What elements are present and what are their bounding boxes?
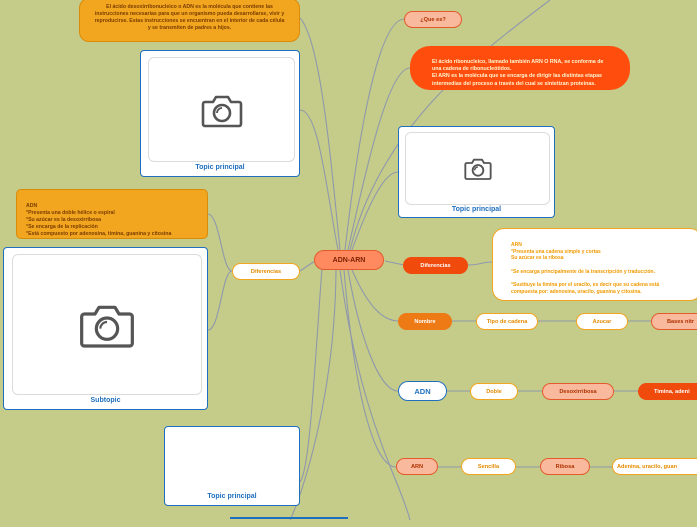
- desoxirribosa-label: Desoxirribosa: [559, 388, 597, 395]
- central-topic-adn-arn[interactable]: ADN-ARN: [314, 250, 384, 270]
- ribosa-label: Ribosa: [555, 463, 575, 470]
- bases-node[interactable]: Bases nitr: [651, 313, 697, 330]
- azucar-node[interactable]: Azucar: [576, 313, 628, 330]
- ribosa-node[interactable]: Ribosa: [540, 458, 590, 475]
- topic-card-bottom[interactable]: Topic principal: [164, 426, 300, 506]
- nombre-node[interactable]: Nombre: [398, 313, 452, 330]
- camera-icon: [80, 305, 134, 348]
- camera-icon: [201, 95, 243, 128]
- que-es-label: ¿Que es?: [420, 16, 446, 23]
- camera-icon: [464, 158, 492, 180]
- desoxirribosa-node[interactable]: Desoxirribosa: [542, 383, 614, 400]
- topic-caption: Topic principal: [207, 493, 257, 500]
- que-es-node[interactable]: ¿Que es?: [404, 11, 462, 28]
- adn-list-text: ADN °Presenta una doble hélice o espiral…: [26, 203, 172, 238]
- arn-list-text: ARN °Presenta una cadena simple y cortas…: [511, 241, 660, 295]
- tipo-cadena-label: Tipo de cadena: [486, 318, 528, 325]
- bases-arn-node[interactable]: Adenina, uracilo, guan: [612, 458, 697, 475]
- partial-card-bottom: [230, 517, 348, 527]
- diferencias-right-label: Diferencias: [420, 262, 451, 269]
- topic-caption: Topic principal: [451, 206, 502, 213]
- central-topic-label: ADN-ARN: [332, 256, 366, 264]
- diferencias-left-node[interactable]: Diferencias: [232, 263, 300, 280]
- diferencias-right-node[interactable]: Diferencias: [403, 257, 468, 274]
- azucar-label: Azucar: [592, 318, 612, 325]
- adn-definition-text: El ácido desoxirribonucleico o ADN es la…: [94, 4, 285, 32]
- topic-card-top-left[interactable]: Topic principal: [140, 50, 300, 177]
- arn-definition-text: El ácido ribonucleico, llamado también A…: [432, 59, 604, 87]
- tipo-cadena-node[interactable]: Tipo de cadena: [476, 313, 538, 330]
- sencilla-label: Sencilla: [477, 463, 500, 470]
- bases-adn-label: Timina, adeni: [654, 388, 690, 395]
- arn-list-note[interactable]: ARN °Presenta una cadena simple y cortas…: [492, 228, 697, 301]
- doble-label: Doble: [486, 388, 502, 395]
- bases-arn-label: Adenina, uracilo, guan: [617, 463, 677, 470]
- adn-node[interactable]: ADN: [398, 381, 447, 401]
- subtopic-card[interactable]: Subtopic: [3, 247, 208, 410]
- adn-definition-note[interactable]: El ácido desoxirribonucleico o ADN es la…: [79, 0, 300, 42]
- diferencias-left-label: Diferencias: [250, 268, 282, 275]
- doble-node[interactable]: Doble: [470, 383, 518, 400]
- subtopic-caption: Subtopic: [90, 397, 121, 404]
- adn-list-note[interactable]: ADN °Presenta una doble hélice o espiral…: [16, 189, 208, 239]
- sencilla-node[interactable]: Sencilla: [461, 458, 516, 475]
- topic-card-right[interactable]: Topic principal: [398, 126, 555, 218]
- bases-label: Bases nitr: [667, 318, 695, 325]
- arn-definition-note[interactable]: El ácido ribonucleico, llamado también A…: [410, 46, 630, 90]
- arn-node[interactable]: ARN: [396, 458, 438, 475]
- nombre-label: Nombre: [414, 318, 436, 325]
- adn-label: ADN: [414, 386, 431, 396]
- bases-adn-node[interactable]: Timina, adeni: [638, 383, 697, 400]
- topic-caption: Topic principal: [195, 164, 245, 171]
- arn-label: ARN: [410, 463, 424, 470]
